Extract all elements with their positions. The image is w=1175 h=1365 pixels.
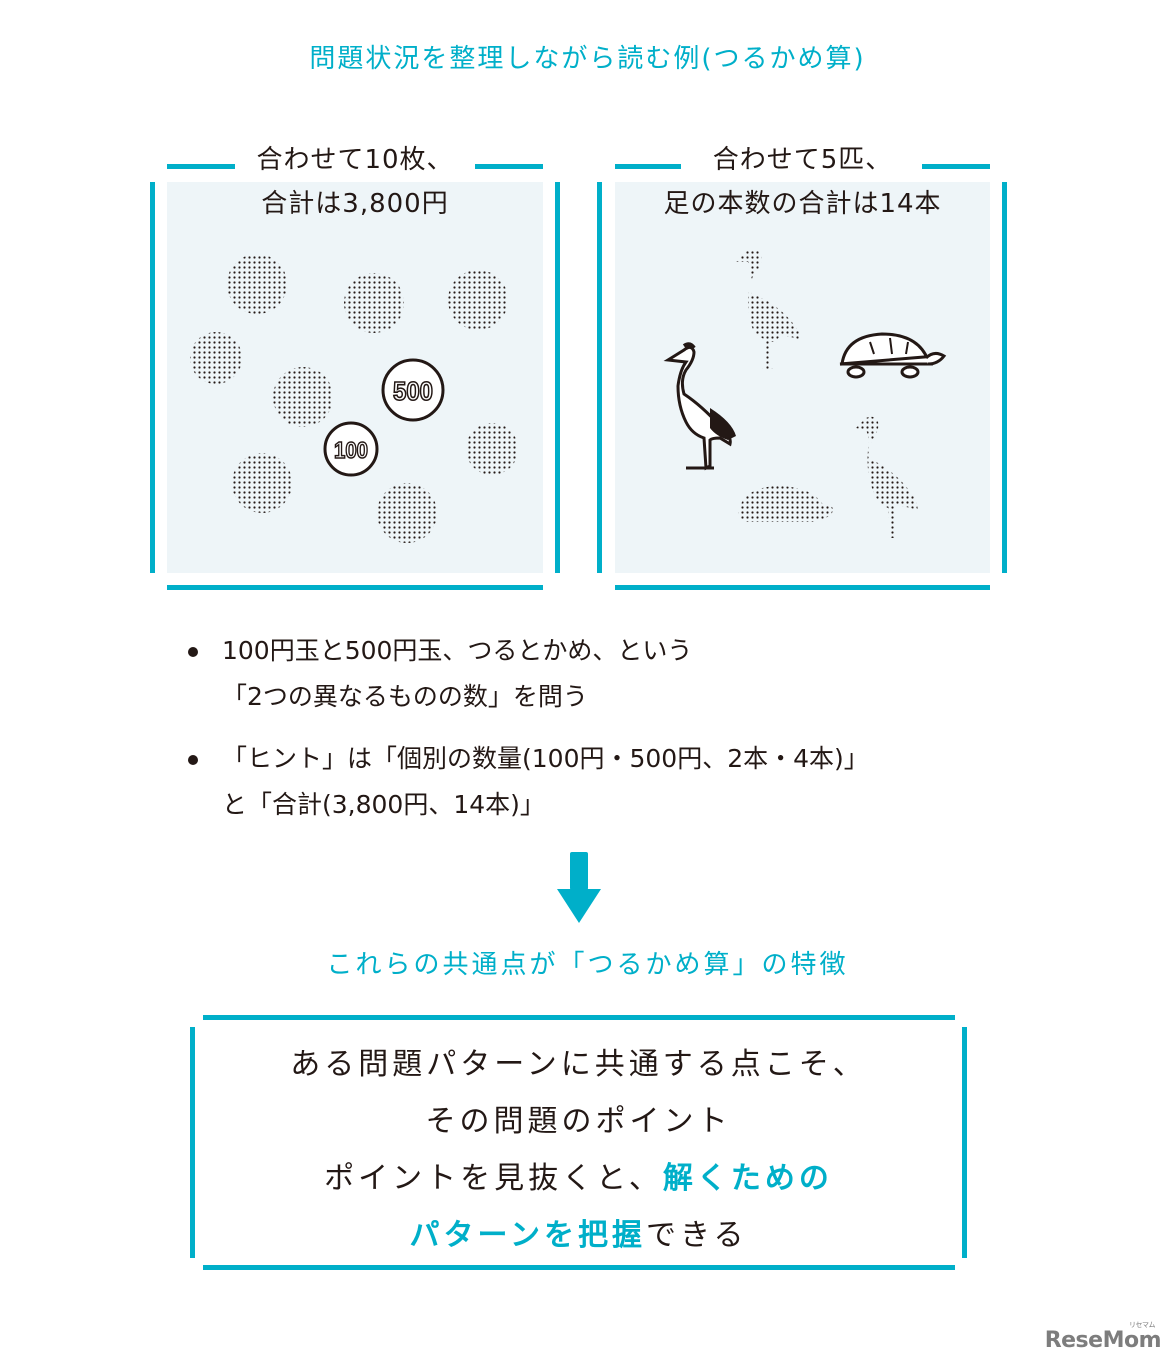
summary-left-rule	[190, 1027, 195, 1258]
panel-left-rule	[597, 182, 602, 573]
bullet-line2: と「合計(3,800円、14本)」	[222, 790, 545, 819]
panel-top-rule-left	[167, 164, 235, 169]
coin-100-icon: 100	[323, 421, 379, 477]
panel-heading-line2: 足の本数の合計は14本	[663, 189, 942, 219]
coin-500-icon: 500	[381, 358, 445, 422]
bullet-dot-icon	[188, 755, 198, 765]
crane-icon	[663, 342, 736, 471]
bullet-item: 「ヒント」は「個別の数量(100円・500円、2本・4本)」 と「合計(3,80…	[188, 736, 1008, 828]
faded-crane-icon	[856, 416, 918, 538]
summary-line3: ポイントを見抜くと、解くための	[194, 1150, 963, 1207]
faded-turtle-icon	[738, 486, 833, 522]
faded-coin-icon	[190, 254, 518, 543]
bullet-list: 100円玉と500円玉、つるとかめ、という 「2つの異なるものの数」を問う 「ヒ…	[188, 628, 1008, 844]
summary-text: ある問題パターンに共通する点こそ、 その問題のポイント ポイントを見抜くと、解く…	[194, 1036, 963, 1264]
summary-line1: ある問題パターンに共通する点こそ、	[290, 1047, 867, 1082]
summary-line3-highlight: 解くための	[662, 1161, 833, 1196]
summary-bottom-rule	[203, 1265, 955, 1270]
panel-top-rule-right	[475, 164, 543, 169]
resemom-logo: ReseMom リセマム	[1044, 1321, 1162, 1353]
svg-text:100: 100	[334, 437, 368, 463]
turtle-icon	[839, 332, 947, 379]
panel-right-rule	[555, 182, 560, 573]
svg-text:500: 500	[393, 376, 433, 406]
panel-right-rule	[1002, 182, 1007, 573]
bullet-line2: 「2つの異なるものの数」を問う	[222, 682, 588, 711]
bullet-dot-icon	[188, 647, 198, 657]
animals-illustration	[663, 249, 947, 538]
coins-illustration: 500 100	[190, 254, 518, 543]
panel-heading: 合わせて10枚、 合計は3,800円	[167, 138, 543, 226]
summary-line4-plain: できる	[646, 1218, 748, 1253]
panel-bottom-rule	[167, 585, 543, 590]
summary-line3-plain: ポイントを見抜くと、	[324, 1161, 663, 1196]
bullet-line1: 「ヒント」は「個別の数量(100円・500円、2本・4本)」	[222, 744, 869, 773]
summary-line4-highlight: パターンを把握	[409, 1218, 647, 1253]
summary-line4: パターンを把握できる	[194, 1207, 963, 1264]
panel-top-rule-left	[615, 164, 681, 169]
panel-bottom-rule	[615, 585, 990, 590]
summary-line2: その問題のポイント	[425, 1104, 732, 1139]
logo-ruby: リセマム	[1129, 1321, 1156, 1329]
faded-crane-icon	[736, 249, 802, 370]
panel-left-rule	[150, 182, 155, 573]
logo-text: ReseMom	[1044, 1328, 1162, 1353]
diagram-title: 問題状況を整理しながら読む例(つるかめ算)	[309, 44, 866, 74]
down-arrow-head-icon	[557, 889, 601, 923]
summary-right-rule	[962, 1027, 967, 1258]
bullet-item: 100円玉と500円玉、つるとかめ、という 「2つの異なるものの数」を問う	[188, 628, 1008, 720]
bullet-line1: 100円玉と500円玉、つるとかめ、という	[222, 636, 693, 665]
panel-heading-line2: 合計は3,800円	[261, 189, 449, 219]
down-arrow-icon	[570, 852, 588, 890]
summary-top-rule	[203, 1015, 955, 1020]
panel-top-rule-right	[922, 164, 990, 169]
panel-heading-line1: 合わせて5匹、	[704, 138, 901, 182]
panel-heading: 合わせて5匹、 足の本数の合計は14本	[615, 138, 990, 226]
feature-text: これらの共通点が「つるかめ算」の特徴	[326, 950, 849, 980]
panel-heading-line1: 合わせて10枚、	[248, 138, 462, 182]
